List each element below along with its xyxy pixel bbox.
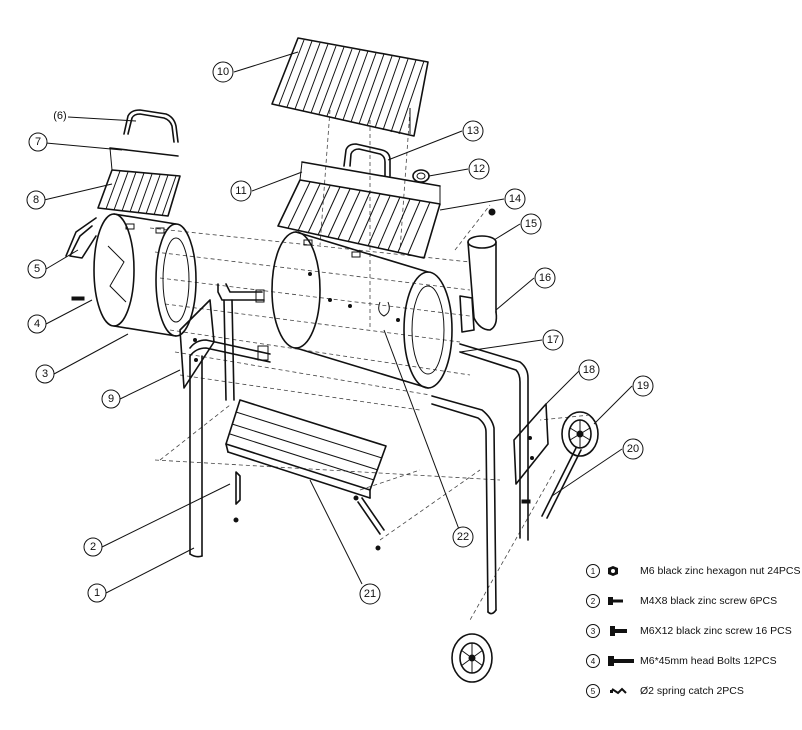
svg-text:13: 13 [467,125,479,137]
legend-number: 3 [586,624,600,638]
legend-text: M6 black zinc hexagon nut 24PCS [640,565,801,577]
callout-13: 13 [462,120,484,142]
shelf-bracket-left [233,471,241,523]
callout-20: 20 [622,438,644,460]
svg-text:19: 19 [637,380,649,392]
svg-text:18: 18 [583,364,595,376]
svg-text:2: 2 [90,541,96,553]
callout-19: 19 [632,375,654,397]
svg-text:(6): (6) [53,110,66,122]
spring-catch-icon [610,687,627,695]
callout-9: 9 [101,389,121,409]
callout-21: 21 [359,583,381,605]
svg-text:22: 22 [457,531,469,543]
side-bracket-right [513,403,549,485]
svg-text:8: 8 [33,194,39,206]
callout-14: 14 [504,188,526,210]
screw-icon [610,626,627,636]
callout-6: (6) [53,110,66,122]
legend-text: M4X8 black zinc screw 6PCS [640,595,778,607]
wheel-upper [561,411,599,457]
callout-1: 1 [87,583,107,603]
svg-text:10: 10 [217,66,229,78]
leader-lines [43,51,633,594]
callout-3: 3 [35,364,55,384]
shelf-bracket-right [353,495,385,551]
wheel-lower [451,633,493,683]
legend-row-2: 2 M4X8 black zinc screw 6PCS [586,586,796,616]
callout-12: 12 [468,158,490,180]
warming-rack [271,37,429,137]
callout-4: 4 [27,314,47,334]
legend-text: M6*45mm head Bolts 12PCS [640,655,777,667]
small-screw-icon [608,597,623,605]
svg-text:16: 16 [539,272,551,284]
hardware-legend: 1 M6 black zinc hexagon nut 24PCS 2 M4X8… [586,556,801,706]
callout-15: 15 [520,213,542,235]
chimney [459,208,498,333]
callout-7: 7 [28,132,48,152]
svg-text:11: 11 [235,185,246,197]
firebox-grate [97,147,181,217]
svg-text:9: 9 [108,393,114,405]
firebox-handle [123,109,179,143]
legend-number: 2 [586,594,600,608]
callout-17: 17 [542,329,564,351]
legend-number: 4 [586,654,600,668]
callout-22: 22 [452,526,474,548]
svg-text:4: 4 [34,318,40,330]
hex-nut-icon [608,566,618,576]
svg-text:20: 20 [627,443,639,455]
svg-text:14: 14 [509,193,521,205]
frame-tubes [189,283,529,615]
callout-5: 5 [27,259,47,279]
svg-text:1: 1 [94,587,100,599]
legend-number: 5 [586,684,600,698]
main-chamber [271,231,453,389]
firebox-chamber [65,213,197,337]
callout-2: 2 [83,537,103,557]
thermometer [412,169,430,183]
callout-16: 16 [534,267,556,289]
callout-18: 18 [578,359,600,381]
side-bracket-left [179,299,215,389]
svg-text:15: 15 [525,218,537,230]
bottom-shelf [225,399,387,499]
svg-text:5: 5 [34,263,40,275]
svg-text:7: 7 [35,136,41,148]
legend-row-4: 4 M6*45mm head Bolts 12PCS [586,646,796,676]
main-cooking-grate [277,161,441,259]
legend-row-5: 5 Ø2 spring catch 2PCS [586,676,796,706]
legend-number: 1 [586,564,600,578]
svg-text:12: 12 [473,163,485,175]
legend-text: M6X12 black zinc screw 16 PCS [640,625,792,637]
legend-row-3: 3 M6X12 black zinc screw 16 PCS [586,616,796,646]
svg-text:3: 3 [42,368,48,380]
callout-11: 11 [230,180,252,202]
callout-10: 10 [212,61,234,83]
svg-text:17: 17 [547,334,559,346]
callout-8: 8 [26,190,46,210]
bolt-icon [608,656,634,666]
svg-text:21: 21 [364,588,376,600]
legend-text: Ø2 spring catch 2PCS [640,685,744,697]
axle [521,447,582,519]
main-handle [343,143,391,177]
legend-row-1: 1 M6 black zinc hexagon nut 24PCS [586,556,801,586]
